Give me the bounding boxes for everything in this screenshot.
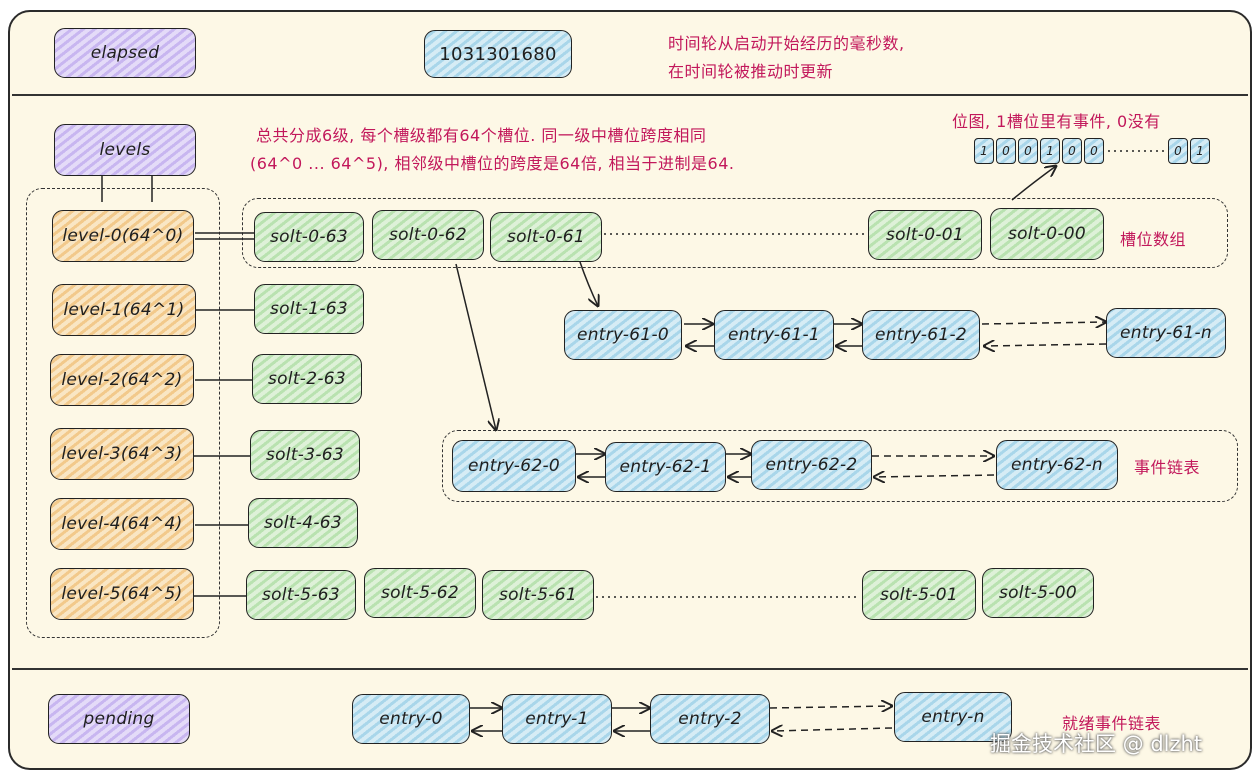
- entry-box: entry-61-0: [564, 310, 682, 360]
- slot-box: solt-5-63: [246, 570, 356, 620]
- levels-note-line1: 总共分成6级, 每个槽级都有64个槽位. 同一级中槽位跨度相同: [256, 126, 707, 145]
- entry-box: entry-61-n: [1106, 308, 1226, 358]
- slot-box: solt-4-63: [248, 498, 358, 548]
- entry-box: entry-61-1: [714, 310, 834, 360]
- entry-box: entry-62-n: [996, 440, 1118, 490]
- level-box: level-4(64^4): [50, 498, 194, 550]
- elapsed-value-box: 1031301680: [424, 30, 572, 78]
- level-box: level-1(64^1): [52, 284, 196, 336]
- levels-label-box: levels: [54, 124, 196, 176]
- entry-box: entry-62-2: [751, 440, 872, 490]
- pending-entry-box: entry-0: [352, 694, 470, 744]
- slot-box: solt-5-62: [364, 568, 476, 618]
- level-box: level-0(64^0): [52, 210, 194, 262]
- level-box: level-3(64^3): [50, 428, 194, 480]
- event-list-group: [442, 430, 1238, 502]
- slot-box: solt-1-63: [254, 284, 364, 334]
- bitmap-cell: 1: [1040, 138, 1060, 164]
- elapsed-note-line1: 时间轮从启动开始经历的毫秒数,: [668, 34, 905, 53]
- watermark: 掘金技术社区 @ dlzht: [990, 732, 1203, 756]
- bitmap-cell: 0: [1168, 138, 1188, 164]
- entry-box: entry-62-1: [605, 442, 726, 492]
- slot-box: solt-0-61: [490, 212, 602, 262]
- slot-box: solt-5-01: [862, 570, 976, 620]
- slot-box: solt-0-00: [990, 208, 1104, 260]
- slot-box: solt-5-00: [982, 568, 1094, 618]
- outer-frame: [8, 10, 1252, 770]
- bitmap-cell: 0: [1084, 138, 1104, 164]
- section-divider-top: [12, 94, 1248, 96]
- elapsed-note-line2: 在时间轮被推动时更新: [668, 62, 834, 81]
- pending-entry-box: entry-1: [502, 694, 612, 744]
- pending-entry-box: entry-2: [650, 694, 770, 744]
- bitmap-cell: 1: [1190, 138, 1210, 164]
- pending-label-box: pending: [48, 694, 190, 744]
- pending-note: 就绪事件链表: [1062, 714, 1162, 733]
- level-box: level-5(64^5): [50, 568, 194, 620]
- pending-entry-box: entry-n: [894, 692, 1012, 742]
- section-divider-bottom: [12, 668, 1248, 670]
- level-box: level-2(64^2): [50, 354, 194, 406]
- bitmap-cell: 0: [1062, 138, 1082, 164]
- slot-box: solt-0-63: [254, 212, 364, 262]
- slot-box: solt-0-01: [868, 210, 982, 260]
- levels-note-line2: (64^0 ... 64^5), 相邻级中槽位的跨度是64倍, 相当于进制是64…: [250, 154, 735, 173]
- slot-box: solt-2-63: [252, 354, 362, 404]
- levels-group: [26, 188, 220, 638]
- slot-box: solt-0-62: [372, 210, 484, 260]
- elapsed-label-box: elapsed: [54, 28, 196, 78]
- bitmap-cell: 0: [996, 138, 1016, 164]
- event-list-note: 事件链表: [1134, 458, 1201, 477]
- slot-array-note: 槽位数组: [1120, 230, 1187, 249]
- entry-box: entry-62-0: [452, 440, 576, 492]
- bitmap-note: 位图, 1槽位里有事件, 0没有: [952, 112, 1161, 131]
- slot-box: solt-3-63: [250, 430, 360, 480]
- bitmap-cell: 0: [1018, 138, 1038, 164]
- entry-box: entry-61-2: [862, 310, 980, 360]
- bitmap-cell: 1: [974, 138, 994, 164]
- slot-box: solt-5-61: [482, 570, 594, 620]
